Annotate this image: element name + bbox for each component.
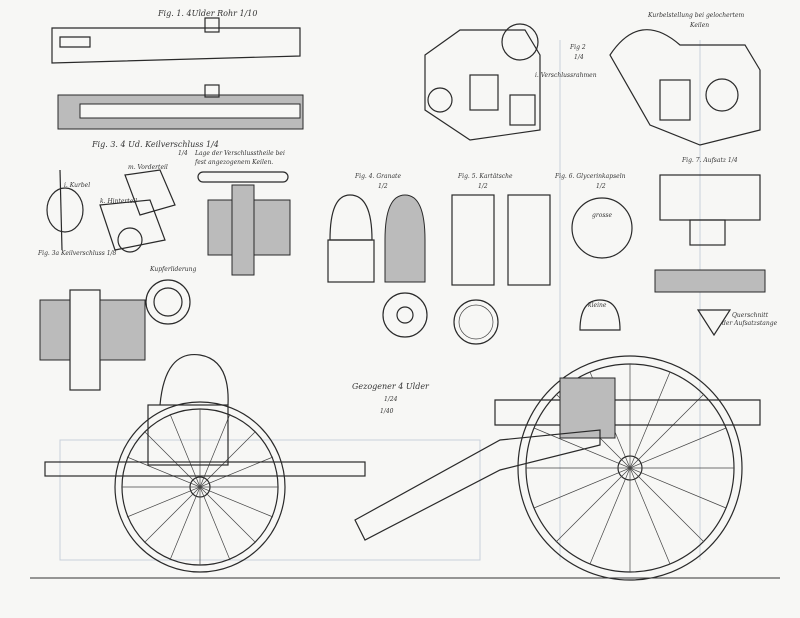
fig3a-label: Fig. 3a Keilverschluss 1/8 [38,250,117,257]
fig4-label: Fig. 4. Granate [355,173,402,180]
fig2-label: Fig 2 [570,44,586,51]
shell-drawing [327,194,428,338]
querschnitt-line2: der Aufsatzstange [722,320,778,327]
querschnitt-line1: Querschnitt [732,312,769,319]
capsule-drawing [571,197,633,331]
gun-carriage-drawing [30,354,780,581]
kurbel-label: i. Kurbel [64,182,91,189]
fig6-scale: 1/2 [596,183,606,190]
plate-title-scale-1: 1/24 [384,396,398,403]
fig5-scale: 1/2 [478,183,488,190]
grosse-label: grosse [592,212,613,219]
bleed-through [59,40,701,561]
kupferliderung-label: Kupferliderung [150,266,197,273]
kurbel-note-line1: Kurbelstellung bei gelochertem [648,12,745,19]
fig3-scale: 1/4 [178,150,188,157]
wedge-breech-drawing [46,169,291,276]
plate-title: Gezogener 4 Ulder [352,382,429,391]
kurbel-note-line2: Keilen [690,22,710,29]
fig6-label: Fig. 6. Glycerinkapseln [555,173,626,180]
barrel-drawing [51,17,304,130]
verschlussrahmen-label: i. Verschlussrahmen [535,72,597,79]
fig7-label: Fig. 7. Aufsatz 1/4 [682,157,738,164]
lage-note-line2: fest angezogenem Keilen. [195,159,274,166]
lage-note-line1: Lage der Verschlusstheile bei [195,150,285,157]
breech-frame-drawing [424,23,761,146]
fig2-scale: 1/4 [574,54,584,61]
plate-title-scale-2: 1/40 [380,408,394,415]
fig3-label: Fig. 3. 4 Ud. Keilverschluss 1/4 [92,140,219,149]
kleine-label: kleine [588,302,607,309]
fig4-scale: 1/2 [378,183,388,190]
fig5-label: Fig. 5. Kartätsche [458,173,513,180]
wedge-breech-3a-drawing [39,279,191,391]
hinterteil-label: k. Hinterteil [100,198,138,205]
fig1-label: Fig. 1. 4Ulder Rohr 1/10 [158,9,258,18]
canister-drawing [451,194,551,345]
vorderteil-label: m. Vorderteil [128,164,168,171]
sight-drawing [654,174,766,337]
